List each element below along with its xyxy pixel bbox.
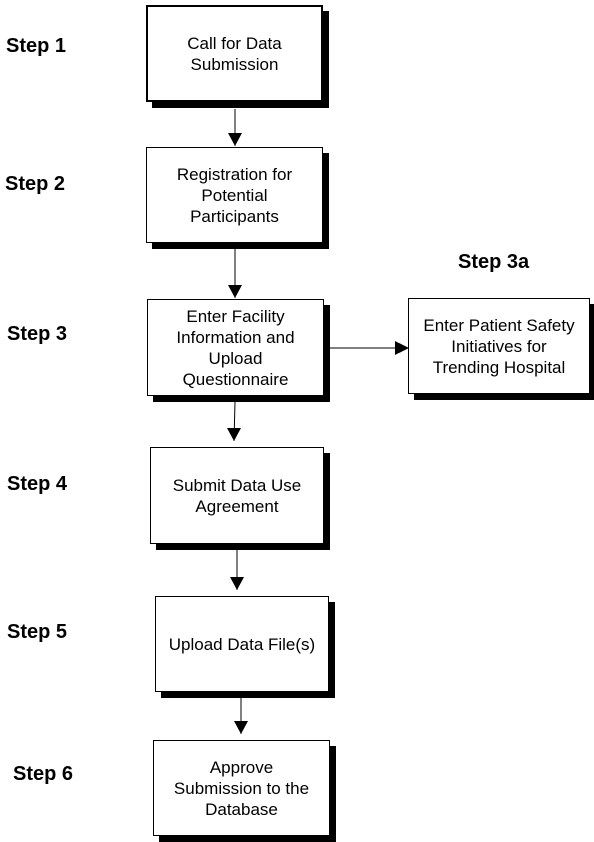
step-3-box: Enter Facility Information and Upload Qu…: [147, 299, 324, 396]
step-3a-box: Enter Patient Safety Initiatives for Tre…: [408, 298, 590, 394]
step-3-text: Enter Facility Information and Upload Qu…: [176, 306, 295, 389]
step-3a-text: Enter Patient Safety Initiatives for Tre…: [423, 315, 575, 377]
step-5-text: Upload Data File(s): [168, 634, 316, 654]
step-4-box: Submit Data Use Agreement: [150, 447, 324, 544]
step-4-label: Step 4: [7, 473, 68, 495]
step-3-label: Step 3: [7, 323, 68, 345]
step-1-label: Step 1: [6, 35, 67, 57]
step-2-label: Step 2: [5, 173, 66, 195]
step-6-label: Step 6: [13, 763, 74, 785]
step-5-box: Upload Data File(s): [155, 596, 329, 692]
step-3a-label: Step 3a: [458, 251, 530, 273]
step-2-text: Registration for Potential Participants: [176, 164, 293, 226]
step-6-box: Approve Submission to the Database: [153, 740, 330, 836]
step-1-text: Call for Data Submission: [187, 33, 282, 74]
step-5-label: Step 5: [7, 621, 68, 643]
step-6-text: Approve Submission to the Database: [173, 757, 310, 819]
arrow-step3-to-step4: [227, 401, 241, 442]
step-1-box: Call for Data Submission: [146, 5, 323, 102]
arrowhead-step3a: [395, 341, 408, 355]
step-4-text: Submit Data Use Agreement: [172, 475, 302, 516]
step-2-box: Registration for Potential Participants: [146, 147, 323, 243]
